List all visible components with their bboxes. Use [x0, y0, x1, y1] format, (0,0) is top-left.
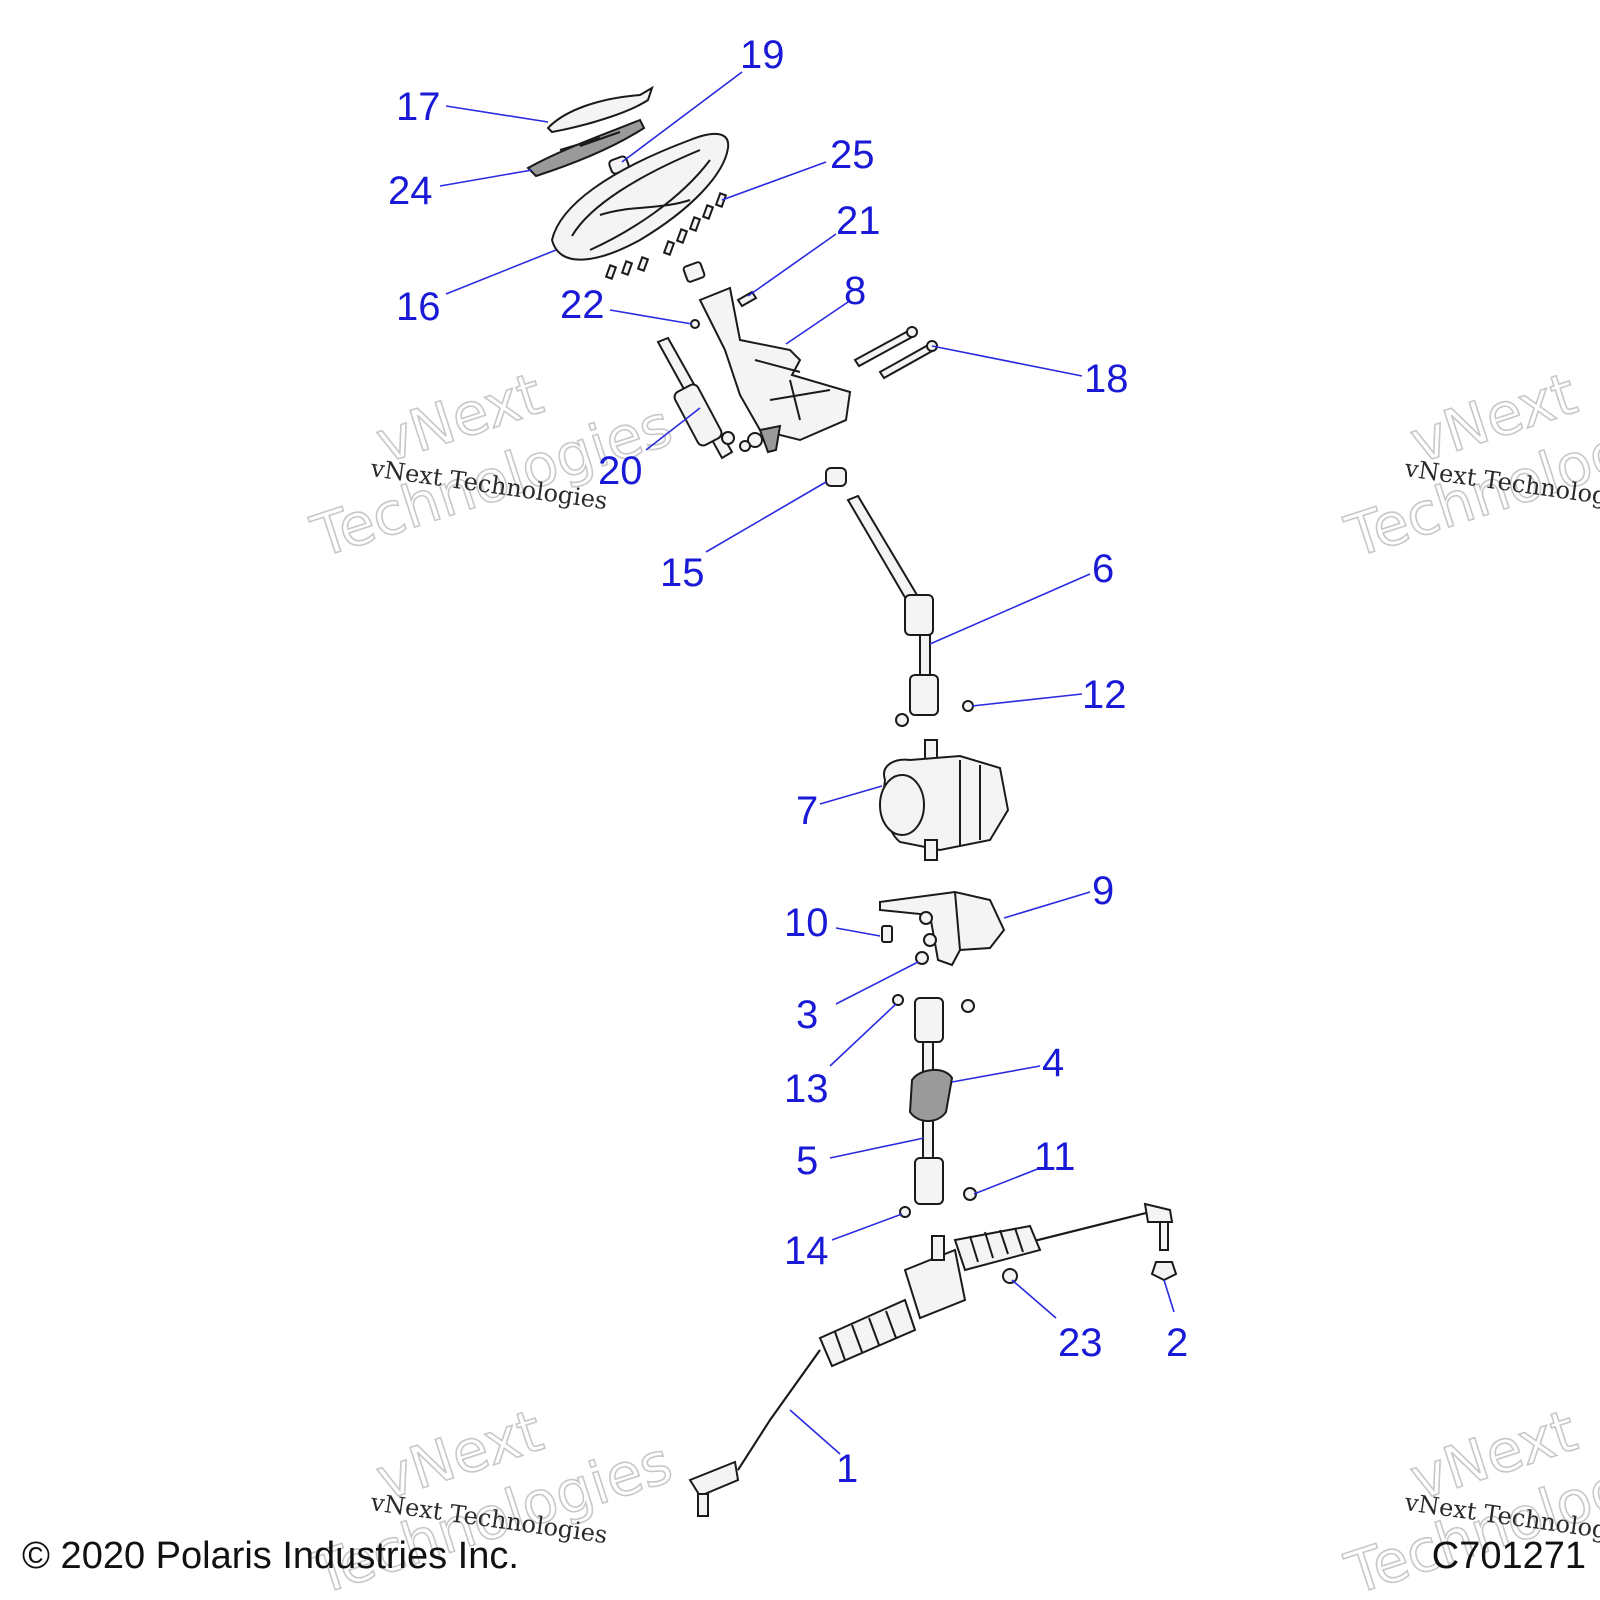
part-16-steering-wheel [550, 132, 730, 261]
callout-9: 9 [1092, 869, 1114, 913]
leader-19 [621, 71, 743, 163]
callout-1: 1 [836, 1447, 858, 1491]
callout-6: 6 [1092, 547, 1114, 591]
callout-7: 7 [796, 789, 818, 833]
callout-5: 5 [796, 1139, 818, 1183]
leader-21 [747, 233, 837, 297]
part-14-nut [899, 1206, 911, 1218]
callout-25: 25 [830, 133, 875, 177]
part-2-nut [1150, 1261, 1178, 1282]
part-24-center-pad [526, 118, 646, 178]
leader-18 [931, 345, 1083, 377]
callout-4: 4 [1042, 1041, 1064, 1085]
watermark-upper-right: vNext Technologies [1337, 359, 1600, 572]
part-hub-spacer [682, 261, 706, 283]
callout-24: 24 [388, 169, 433, 213]
leader-16 [445, 249, 557, 295]
callout-2: 2 [1166, 1321, 1188, 1365]
leader-9 [1003, 891, 1091, 919]
part-9-mount-bracket [879, 890, 1006, 967]
callout-13: 13 [784, 1067, 829, 1111]
leader-4 [951, 1065, 1041, 1083]
callout-20: 20 [598, 449, 643, 493]
watermark-upper-left: vNext Technologies [303, 359, 681, 572]
callout-8: 8 [844, 269, 866, 313]
leader-17 [445, 105, 549, 123]
leader-10 [835, 927, 881, 937]
part-4-boot [908, 1069, 954, 1122]
callout-21: 21 [836, 199, 881, 243]
leader-22 [609, 309, 693, 325]
leader-7 [819, 785, 883, 805]
leader-23 [1011, 1279, 1057, 1319]
part-15-spacer [825, 467, 847, 487]
callout-18: 18 [1084, 357, 1129, 401]
callout-15: 15 [660, 551, 705, 595]
callout-12: 12 [1082, 673, 1127, 717]
callout-16: 16 [396, 285, 441, 329]
leader-3 [835, 961, 919, 1005]
leader-14 [831, 1213, 903, 1241]
callouts: 17 19 24 25 21 16 22 8 18 20 15 6 12 7 9… [388, 33, 1188, 1491]
copyright-text: © 2020 Polaris Industries Inc. [22, 1535, 519, 1577]
part-17-horn-cover [546, 85, 654, 134]
callout-17: 17 [396, 85, 441, 129]
part-8-column-bracket [698, 286, 852, 454]
leader-2 [1163, 1279, 1175, 1313]
part-25-screws [604, 192, 728, 280]
part-18-long-bolts [853, 326, 938, 380]
callout-23: 23 [1058, 1321, 1103, 1365]
leader-8 [785, 301, 849, 345]
leader-13 [829, 1003, 897, 1067]
leader-6 [929, 573, 1091, 645]
callout-10: 10 [784, 901, 829, 945]
part-6-upper-shaft [846, 494, 974, 727]
part-23-nut [1002, 1268, 1018, 1284]
callout-22: 22 [560, 283, 605, 327]
leader-1 [789, 1409, 841, 1455]
leader-24 [439, 169, 533, 187]
callout-14: 14 [784, 1229, 829, 1273]
part-20-damper [656, 336, 763, 460]
leader-11 [973, 1167, 1041, 1195]
leader-15 [705, 481, 827, 553]
part-3-nuts [915, 911, 937, 965]
part-22-screw [690, 319, 700, 329]
part-10-bolt [881, 925, 893, 943]
leader-5 [829, 1137, 925, 1159]
part-1-steering-rack [688, 1202, 1174, 1517]
callout-19: 19 [740, 33, 785, 77]
callout-11: 11 [1034, 1135, 1076, 1179]
part-21-bolt [736, 290, 758, 308]
part-13-nut [892, 994, 904, 1006]
callout-3: 3 [796, 993, 818, 1037]
figure-code: C701271 [1432, 1535, 1586, 1577]
leader-20 [645, 407, 701, 451]
leader-12 [971, 693, 1083, 707]
leader-25 [721, 161, 827, 201]
part-7-eps-unit [879, 739, 1010, 861]
leader-lines [439, 71, 1175, 1455]
